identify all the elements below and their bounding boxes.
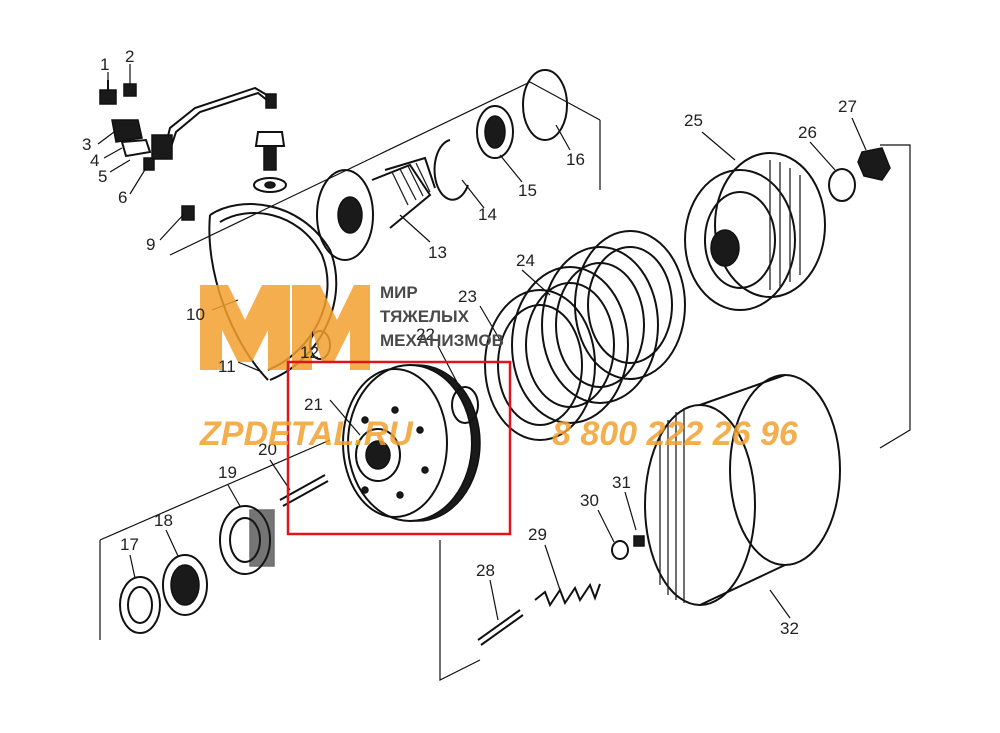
- callout-28: 28: [476, 561, 495, 580]
- part-32-brake-drum: [644, 374, 841, 606]
- part-27-nut: [857, 147, 891, 181]
- callout-9: 9: [146, 235, 155, 254]
- watermark-company-line3: МЕХАНИЗМОВ: [380, 331, 504, 350]
- callout-4: 4: [90, 151, 99, 170]
- callout-16: 16: [566, 150, 585, 169]
- callout-19: 19: [218, 463, 237, 482]
- watermark-phone: 8 800 222 26 96: [552, 415, 799, 453]
- part-9-nipple: [181, 205, 195, 221]
- watermark-company-line2: ТЯЖЕЛЫХ: [380, 307, 470, 326]
- callout-22: 22: [416, 325, 435, 344]
- callout-32: 32: [780, 619, 799, 638]
- part-31-nut: [633, 535, 645, 547]
- part-23-24-friction-discs: [484, 230, 686, 441]
- callout-29: 29: [528, 525, 547, 544]
- callout-21: 21: [304, 395, 323, 414]
- watermark-site: ZPDETAL.RU: [199, 415, 414, 453]
- part-1-bolt: [99, 80, 117, 105]
- part-6-pin: [143, 157, 155, 171]
- highlight-box-part-21: [286, 360, 512, 536]
- watermark-text: МИР ТЯЖЕЛЫХ МЕХАНИЗМОВ ZPDETAL.RU 8 800 …: [199, 283, 799, 453]
- part-14-snap-ring: [433, 139, 469, 201]
- callout-24: 24: [516, 251, 535, 270]
- leader-lines: [97, 64, 867, 621]
- callout-20: 20: [258, 440, 277, 459]
- part-25-clutch-drum: [684, 152, 826, 311]
- part-30-washer: [611, 540, 629, 560]
- oil-line-pipe: [151, 86, 277, 160]
- part-26-lock-ring: [828, 168, 856, 202]
- part-28-pin: [477, 609, 524, 646]
- watermark-logo: [200, 285, 370, 370]
- part-17-seal: [119, 576, 161, 634]
- part-13-shaft-flange: [316, 156, 436, 261]
- part-29-spring: [534, 582, 601, 608]
- callout-11: 11: [218, 357, 236, 376]
- watermark-company-line1: МИР: [380, 283, 418, 302]
- callout-6: 6: [118, 188, 127, 207]
- callout-26: 26: [798, 123, 817, 142]
- callout-15: 15: [518, 181, 537, 200]
- callout-14: 14: [478, 205, 497, 224]
- callout-3: 3: [82, 135, 91, 154]
- callout-5: 5: [98, 167, 107, 186]
- callout-10: 10: [186, 305, 205, 324]
- callout-13: 13: [428, 243, 447, 262]
- part-2-nut: [123, 83, 137, 97]
- part-15-bearing: [476, 105, 514, 159]
- frame-upper: [99, 81, 911, 681]
- part-3-block: [111, 119, 152, 158]
- callout-2: 2: [125, 47, 134, 66]
- part-washer: [253, 177, 287, 193]
- callout-30: 30: [580, 491, 599, 510]
- part-18-bearing: [162, 554, 208, 616]
- callout-23: 23: [458, 287, 477, 306]
- part-22-ring: [451, 386, 479, 424]
- part-21-drum-hub: [342, 364, 481, 522]
- callout-12: 12: [300, 343, 319, 362]
- callout-17: 17: [120, 535, 139, 554]
- callout-25: 25: [684, 111, 703, 130]
- part-19-bearing-cage: [219, 505, 275, 575]
- part-16-ring: [522, 69, 568, 141]
- callout-1: 1: [100, 55, 109, 74]
- callout-labels: 1 2 3 4 5 6 9 10 11 12 13 14 15 16 17 18…: [82, 47, 857, 638]
- callout-18: 18: [154, 511, 173, 530]
- callout-27: 27: [838, 97, 857, 116]
- part-bolt-vertical: [254, 131, 286, 171]
- callout-31: 31: [612, 473, 631, 492]
